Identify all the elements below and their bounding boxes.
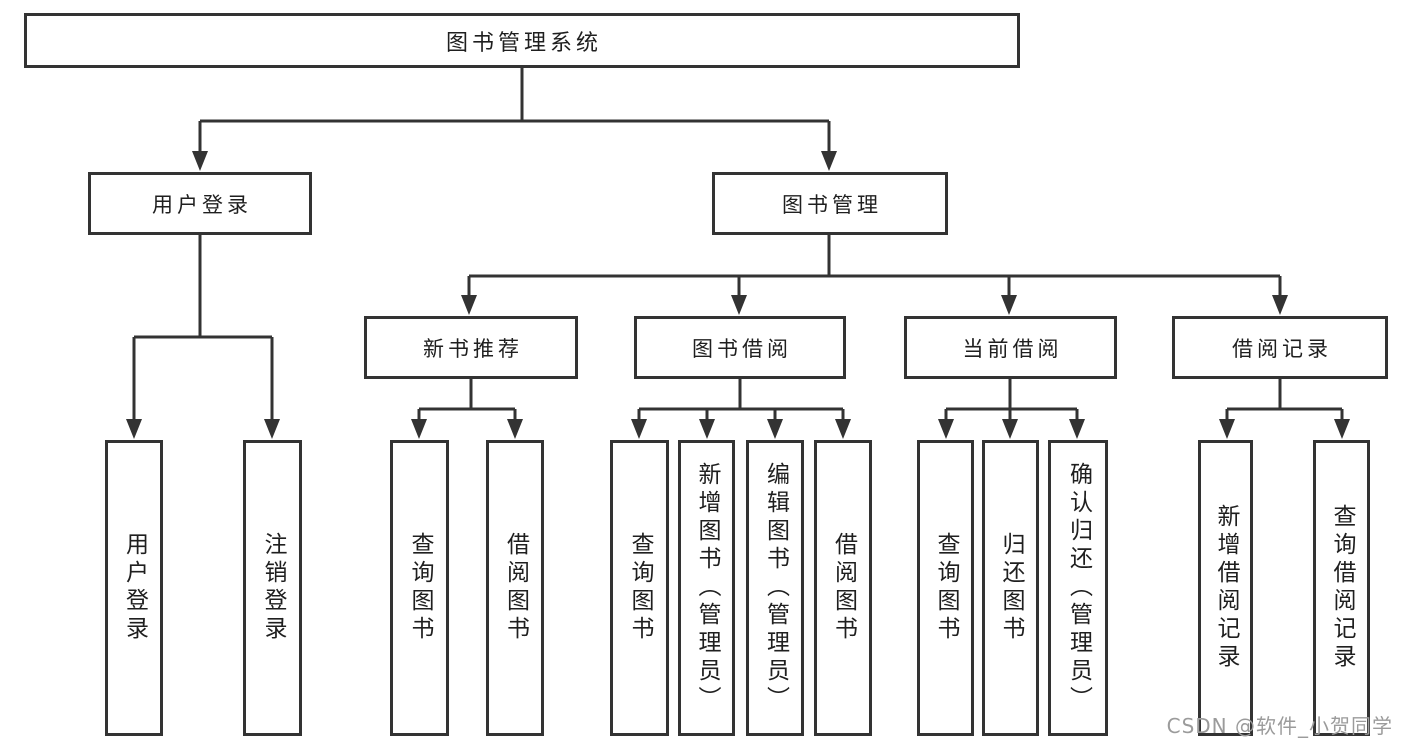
- node-current-borrowing-label: 当前借阅: [962, 336, 1063, 361]
- arrowhead: [631, 419, 851, 439]
- node-new-book-recommendation-label: 新书推荐: [423, 336, 523, 361]
- node-book-management: 图书管理: [712, 172, 948, 235]
- leaf-logout: 注销登录: [243, 440, 302, 736]
- leaf-bb-borrow-books-label: 借阅图书: [830, 532, 857, 644]
- leaf-nbr-query-books-label: 查询图书: [407, 532, 433, 644]
- node-root: 图书管理系统: [24, 13, 1020, 68]
- connector-current-borrow-to-leaves: [944, 379, 1079, 421]
- connector-book-management-to-categories: [467, 235, 1282, 297]
- leaf-cb-return-books: 归还图书: [982, 440, 1039, 736]
- leaf-br-add-borrow-record-label: 新增借阅记录: [1213, 504, 1239, 672]
- node-user-login-label: 用户登录: [152, 192, 252, 217]
- connector-borrow-records-to-leaves: [1225, 379, 1344, 421]
- leaf-bb-borrow-books: 借阅图书: [814, 440, 872, 736]
- arrowhead: [938, 419, 1085, 439]
- node-new-book-recommendation: 新书推荐: [364, 316, 578, 379]
- leaf-nbr-borrow-books: 借阅图书: [486, 440, 544, 736]
- leaf-bb-query-books-label: 查询图书: [627, 532, 653, 644]
- node-book-management-label: 图书管理: [782, 192, 882, 217]
- arrowhead: [461, 295, 1288, 315]
- csdn-watermark: CSDN @软件_小贺同学: [1166, 714, 1393, 738]
- arrowhead: [192, 151, 837, 171]
- leaf-bb-add-books-admin: 新增图书（管理员）: [678, 440, 735, 736]
- leaf-nbr-query-books: 查询图书: [390, 440, 449, 736]
- leaf-user-login-label: 用户登录: [121, 532, 148, 644]
- connector-user-login-to-leaves: [132, 235, 274, 421]
- leaf-bb-edit-books-admin-label: 编辑图书（管理员）: [762, 462, 789, 714]
- leaf-br-add-borrow-record: 新增借阅记录: [1198, 440, 1253, 736]
- leaf-bb-query-books: 查询图书: [610, 440, 669, 736]
- node-borrowing-records-label: 借阅记录: [1232, 336, 1332, 361]
- arrowhead: [411, 419, 523, 439]
- leaf-cb-query-books: 查询图书: [917, 440, 974, 736]
- leaf-logout-label: 注销登录: [260, 532, 286, 644]
- node-borrowing-records: 借阅记录: [1172, 316, 1388, 379]
- leaf-user-login: 用户登录: [105, 440, 163, 736]
- leaf-cb-confirm-return-admin-label: 确认归还（管理员）: [1065, 462, 1092, 714]
- node-book-borrowing: 图书借阅: [634, 316, 846, 379]
- connector-root-to-level1: [198, 68, 831, 153]
- connector-new-book-to-leaves: [417, 379, 517, 421]
- connector-book-borrow-to-leaves: [637, 379, 845, 421]
- leaf-bb-edit-books-admin: 编辑图书（管理员）: [746, 440, 804, 736]
- leaf-cb-confirm-return-admin: 确认归还（管理员）: [1048, 440, 1108, 736]
- leaf-cb-return-books-label: 归还图书: [998, 532, 1024, 644]
- leaf-cb-query-books-label: 查询图书: [933, 532, 959, 644]
- leaf-br-query-borrow-record: 查询借阅记录: [1313, 440, 1370, 736]
- node-user-login: 用户登录: [88, 172, 312, 235]
- arrowhead: [1219, 419, 1350, 439]
- node-book-borrowing-label: 图书借阅: [692, 336, 792, 361]
- leaf-nbr-borrow-books-label: 借阅图书: [502, 532, 529, 644]
- leaf-br-query-borrow-record-label: 查询借阅记录: [1329, 504, 1355, 672]
- node-current-borrowing: 当前借阅: [904, 316, 1117, 379]
- leaf-bb-add-books-admin-label: 新增图书（管理员）: [694, 462, 720, 714]
- arrowhead: [126, 419, 280, 439]
- node-root-label: 图书管理系统: [445, 30, 602, 56]
